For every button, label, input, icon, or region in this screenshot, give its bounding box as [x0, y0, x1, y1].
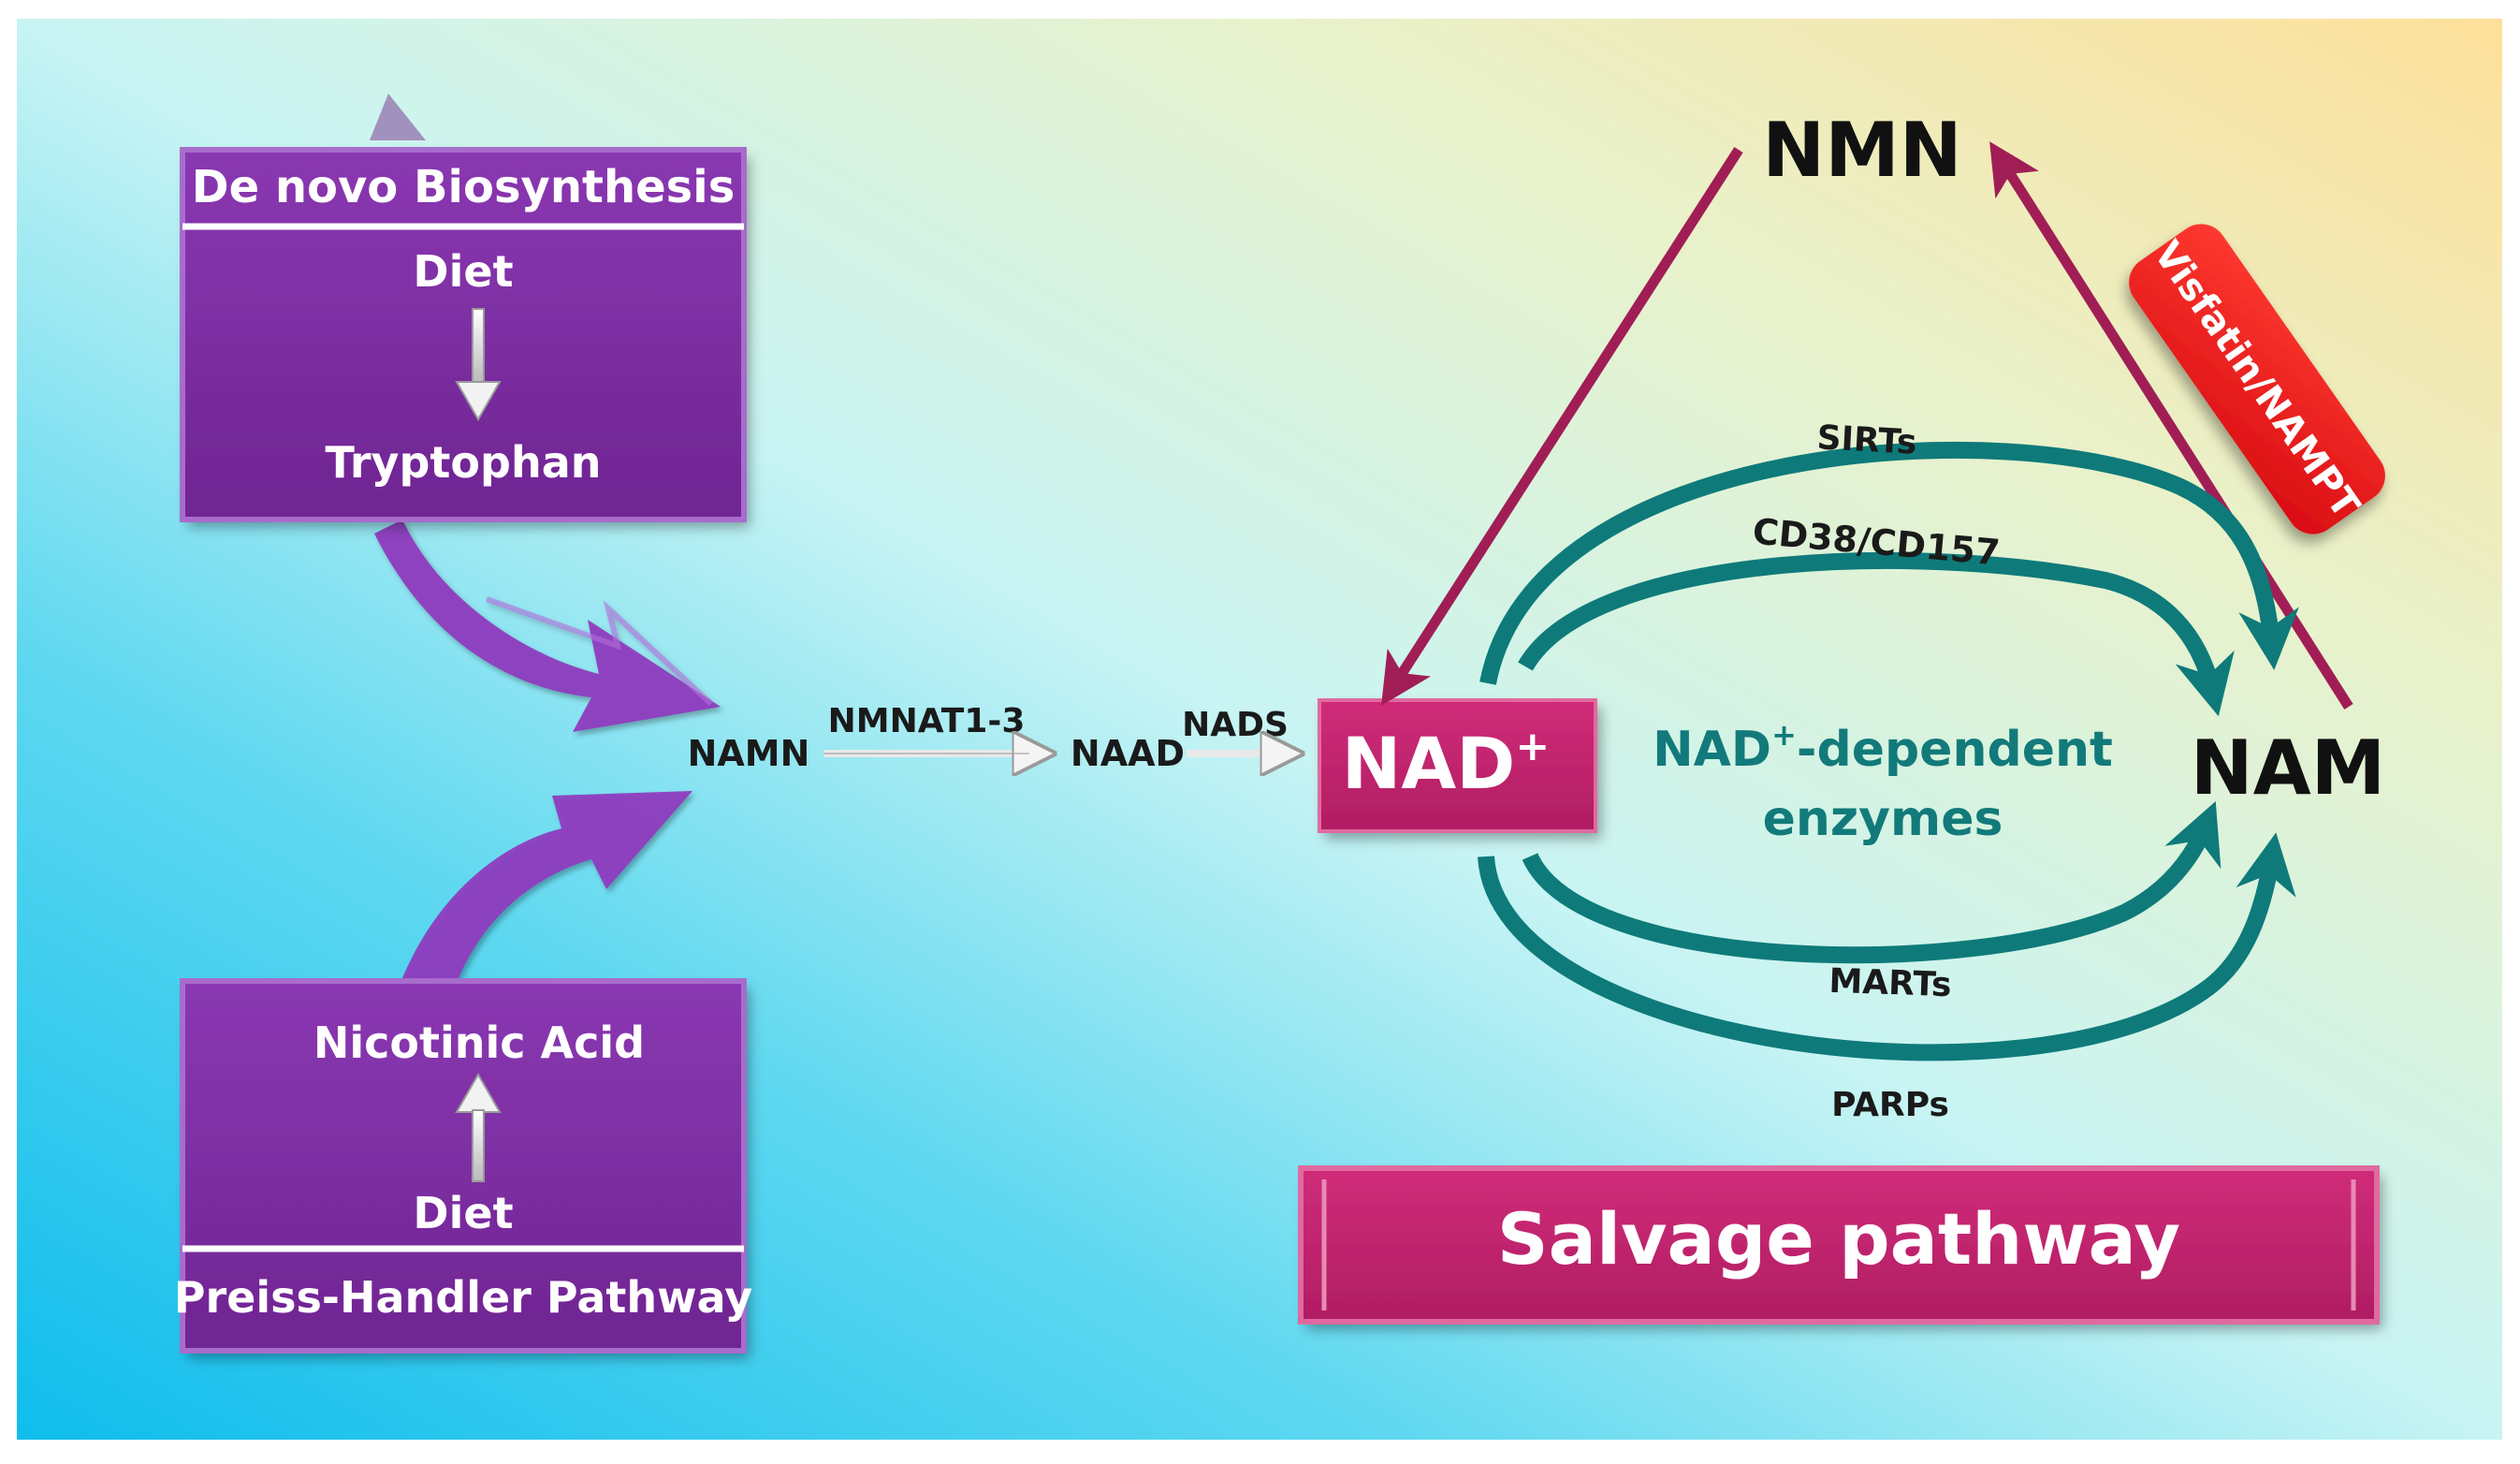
parps-label: PARPs [1831, 1086, 1949, 1124]
preiss-diet-label: Diet [413, 1188, 513, 1238]
nad-box: NAD+ [1318, 698, 1597, 833]
cd38-arc [1518, 551, 2235, 717]
nad-box-label: NAD+ [1342, 722, 1550, 805]
nmn-label: NMN [1762, 107, 1962, 194]
preiss-title: Preiss-Handler Pathway [174, 1272, 752, 1323]
nam-label: NAM [2191, 725, 2385, 812]
namn-label: NAMN [688, 733, 810, 774]
diet-to-nicotinic-acid-arrow [455, 1072, 502, 1182]
diet-to-tryptophan-arrow [455, 308, 502, 422]
denovo-diet-label: Diet [413, 246, 513, 297]
preiss-box-bg [182, 981, 744, 1351]
naad-label: NAAD [1071, 733, 1185, 774]
denovo-box-bg [182, 150, 744, 520]
marts-arc [1522, 800, 2221, 964]
nicotinic-acid-label: Nicotinic Acid [313, 1017, 645, 1068]
nad-box-bg [1319, 700, 1595, 831]
enzymes-label: enzymes [1763, 791, 2003, 847]
salvage-banner-bg [1301, 1168, 2377, 1322]
nmnat-label: NMNAT1-3 [828, 702, 1026, 740]
denovo-box: De novo Biosynthesis Diet Tryptophan [180, 147, 747, 522]
nad-dependent-label: NAD+-dependent [1653, 717, 2113, 778]
nmn-to-nad-arrow [1381, 147, 1743, 706]
nads-label: NADS [1182, 706, 1289, 744]
salvage-banner-label: Salvage pathway [1497, 1197, 2180, 1281]
sirts-label: SIRTs [1816, 418, 1918, 462]
preiss-box: Nicotinic Acid Diet Preiss-Handler Pathw… [174, 978, 752, 1354]
salvage-pathway-banner: Salvage pathway [1298, 1165, 2380, 1325]
tryptophan-label: Tryptophan [326, 437, 602, 488]
denovo-title: De novo Biosynthesis [192, 161, 736, 213]
sirts-arc [1479, 441, 2299, 685]
marts-label: MARTs [1828, 962, 1952, 1005]
parps-arc [1478, 832, 2296, 1061]
offscreen-arrow-tip [370, 94, 426, 140]
denovo-to-namn-arrow [374, 520, 721, 732]
preiss-to-namn-arrow [402, 791, 692, 978]
